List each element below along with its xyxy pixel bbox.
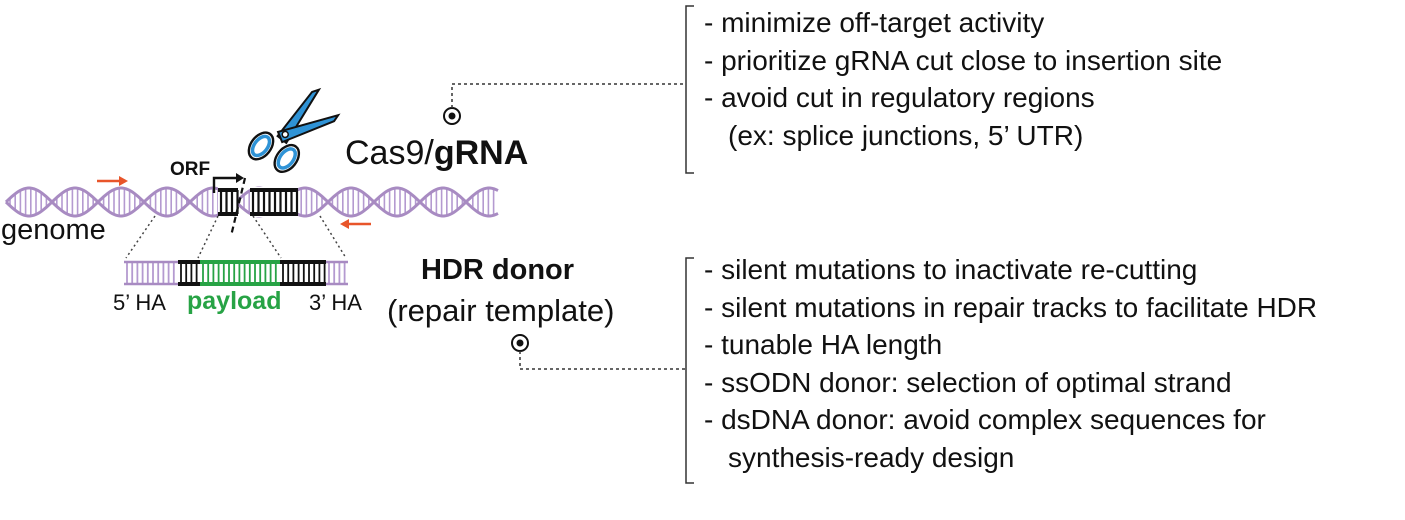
five-prime-ha-label: 5’ HA xyxy=(113,290,166,315)
list-item: - silent mutations in repair tracks to f… xyxy=(704,291,1318,323)
primer-arrow-icon xyxy=(340,219,371,229)
grna-label: gRNA xyxy=(433,134,529,172)
zoom-guide-lines xyxy=(125,215,347,259)
grna-leader-line xyxy=(451,83,686,108)
payload-label: payload xyxy=(187,287,282,315)
list-item: - ssODN donor: selection of optimal stra… xyxy=(704,366,1232,398)
list-item: - dsDNA donor: avoid complex sequences f… xyxy=(704,404,1266,435)
genome-label: genome xyxy=(1,214,106,246)
genome-target-region xyxy=(218,187,299,217)
bracket-icon xyxy=(685,5,694,174)
primer-arrow-icon xyxy=(97,176,128,186)
list-item: synthesis-ready design xyxy=(728,441,1015,473)
bracket-icon xyxy=(685,257,694,484)
donor-design-notes: - silent mutations to inactivate re-cutt… xyxy=(704,251,1317,476)
list-item: (ex: splice junctions, 5’ UTR) xyxy=(728,119,1084,151)
list-item: - tunable HA length xyxy=(704,329,943,360)
tss-arrow-icon xyxy=(212,173,244,193)
list-item: - minimize off-target activity xyxy=(704,7,1045,38)
hdr-donor-title: HDR donor xyxy=(421,254,575,286)
target-marker-icon xyxy=(511,334,529,352)
repair-template-label: (repair template) xyxy=(387,293,615,328)
hdr-donor-ladder xyxy=(124,260,348,286)
list-item: - avoid cut in regulatory regions xyxy=(704,82,1095,113)
three-prime-ha-label: 3’ HA xyxy=(309,290,362,315)
grna-design-notes: - minimize off-target activity - priorit… xyxy=(704,4,1222,154)
cas9-prefix: Cas9/ xyxy=(345,134,434,172)
cas9-grna-label: Cas9/gRNA xyxy=(345,136,528,170)
target-marker-icon xyxy=(443,107,461,125)
list-item: - prioritize gRNA cut close to insertion… xyxy=(704,44,1223,76)
orf-label: ORF xyxy=(170,159,211,180)
scissors-icon xyxy=(247,87,341,173)
list-item: - silent mutations to inactivate re-cutt… xyxy=(704,254,1198,285)
donor-leader-line xyxy=(519,351,686,370)
